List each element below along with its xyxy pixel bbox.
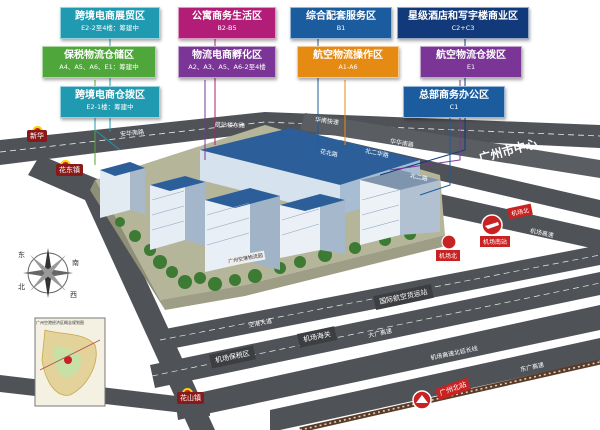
zone-code: A1-A6 [338, 62, 358, 71]
zone-title: 综合配套服务区 [306, 11, 376, 22]
compass-north: 北 [18, 283, 25, 291]
zone-code: A2、A3、A5、A6-2至4楼 [188, 62, 266, 71]
compass-east: 东 [18, 251, 25, 259]
zone-hq-business-office: 总部商务办公区 C1 [403, 86, 505, 118]
zone-title: 公寓商务生活区 [192, 11, 262, 22]
zone-code: C2+C3 [451, 23, 475, 32]
zone-star-hotel-office: 星级酒店和写字楼商业区 C2+C3 [397, 7, 529, 39]
zone-code: E2-2至4楼：筹建中 [81, 23, 139, 32]
place-label-xinhua: 新华 [27, 130, 47, 142]
buildings [100, 128, 440, 272]
zone-code: B1 [336, 23, 346, 32]
zone-support-services: 综合配套服务区 B1 [290, 7, 392, 39]
zone-logistics-ecommerce-incubation: 物流电商孵化区 A2、A3、A5、A6-2至4楼 [178, 46, 276, 78]
metro-marker [441, 234, 457, 250]
office-c [360, 170, 400, 245]
zone-code: E2-1楼：筹建中 [86, 102, 134, 111]
zone-apartment-business-living: 公寓商务生活区 B2-B5 [178, 7, 276, 39]
zone-title: 总部商务办公区 [419, 90, 489, 101]
inset-map-title: 广州空港经济区概念规划图 [36, 320, 84, 325]
place-label-huadong: 花东镇 [56, 164, 83, 176]
zone-cross-border-exhibition: 跨境电商展贸区 E2-2至4楼：筹建中 [60, 7, 160, 39]
zone-code: A4、A5、A6、E1：筹建中 [59, 62, 139, 71]
compass-west: 西 [70, 291, 77, 299]
zone-title: 物流电商孵化区 [192, 50, 262, 61]
compass-south: 南 [72, 259, 79, 267]
zone-cross-border-sorting: 跨境电商仓拨区 E2-1楼：筹建中 [60, 86, 160, 118]
tower-a [100, 162, 130, 218]
zone-code: E1 [466, 62, 476, 71]
zone-title: 保税物流仓储区 [64, 50, 134, 61]
zone-title: 航空物流仓拨区 [436, 50, 506, 61]
zone-title: 航空物流操作区 [313, 50, 383, 61]
zone-code: C1 [449, 102, 459, 111]
tower-b [150, 176, 185, 250]
place-label-huashan: 花山镇 [177, 392, 204, 404]
zone-title: 星级酒店和写字楼商业区 [408, 11, 518, 22]
road-guangzhou-north [270, 338, 600, 430]
road-106 [175, 305, 600, 420]
zone-title: 跨境电商仓拨区 [75, 90, 145, 101]
zone-bonded-logistics-storage: 保税物流仓储区 A4、A5、A6、E1：筹建中 [42, 46, 156, 78]
zone-aviation-logistics-sorting: 航空物流仓拨区 E1 [420, 46, 522, 78]
airport-label: 机场南站 [480, 236, 511, 247]
road-airport-east [150, 272, 600, 388]
warehouse-roof [200, 128, 420, 185]
tower-d [280, 194, 320, 258]
zone-code: B2-B5 [217, 23, 237, 32]
road-dadong-south [28, 155, 215, 430]
road-label-terminal-east: 航站楼东路 [214, 121, 246, 130]
zone-title: 跨境电商展贸区 [75, 11, 145, 22]
compass-rose [23, 248, 73, 298]
inset-map [34, 317, 106, 407]
zone-aviation-logistics-operation: 航空物流操作区 A1-A6 [297, 46, 399, 78]
tower-c [205, 188, 250, 272]
metro-label: 机场北 [436, 250, 461, 261]
